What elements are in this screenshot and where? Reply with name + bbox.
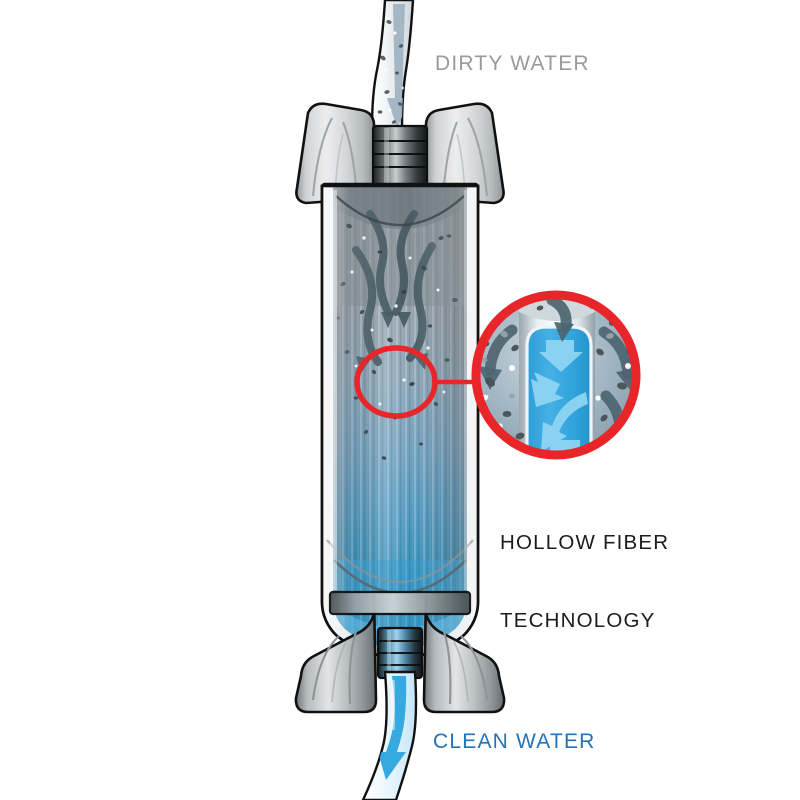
top-mount-wings [295, 102, 505, 205]
label-clean-water: CLEAN WATER [433, 730, 596, 753]
inlet-hose [370, 0, 415, 130]
outlet-barb-fitting [376, 626, 424, 680]
dirty-water-flow-arrow [377, 4, 411, 128]
label-hollow-fiber-line1: HOLLOW FIBER [500, 531, 670, 554]
filter-cartridge-body [320, 184, 480, 659]
bottom-mount-wings [294, 594, 506, 714]
inlet-barb-fitting [371, 124, 429, 190]
cartridge-bottom-cap [328, 590, 472, 616]
clean-water-flow-arrow [378, 676, 407, 780]
label-hollow-fiber-technology: HOLLOW FIBER TECHNOLOGY [500, 478, 669, 686]
magnifier-ring [471, 290, 641, 460]
magnifier-inset [471, 290, 641, 460]
label-dirty-water: DIRTY WATER [435, 52, 590, 75]
outlet-hose [361, 670, 418, 800]
label-hollow-fiber-line2: TECHNOLOGY [500, 609, 656, 632]
